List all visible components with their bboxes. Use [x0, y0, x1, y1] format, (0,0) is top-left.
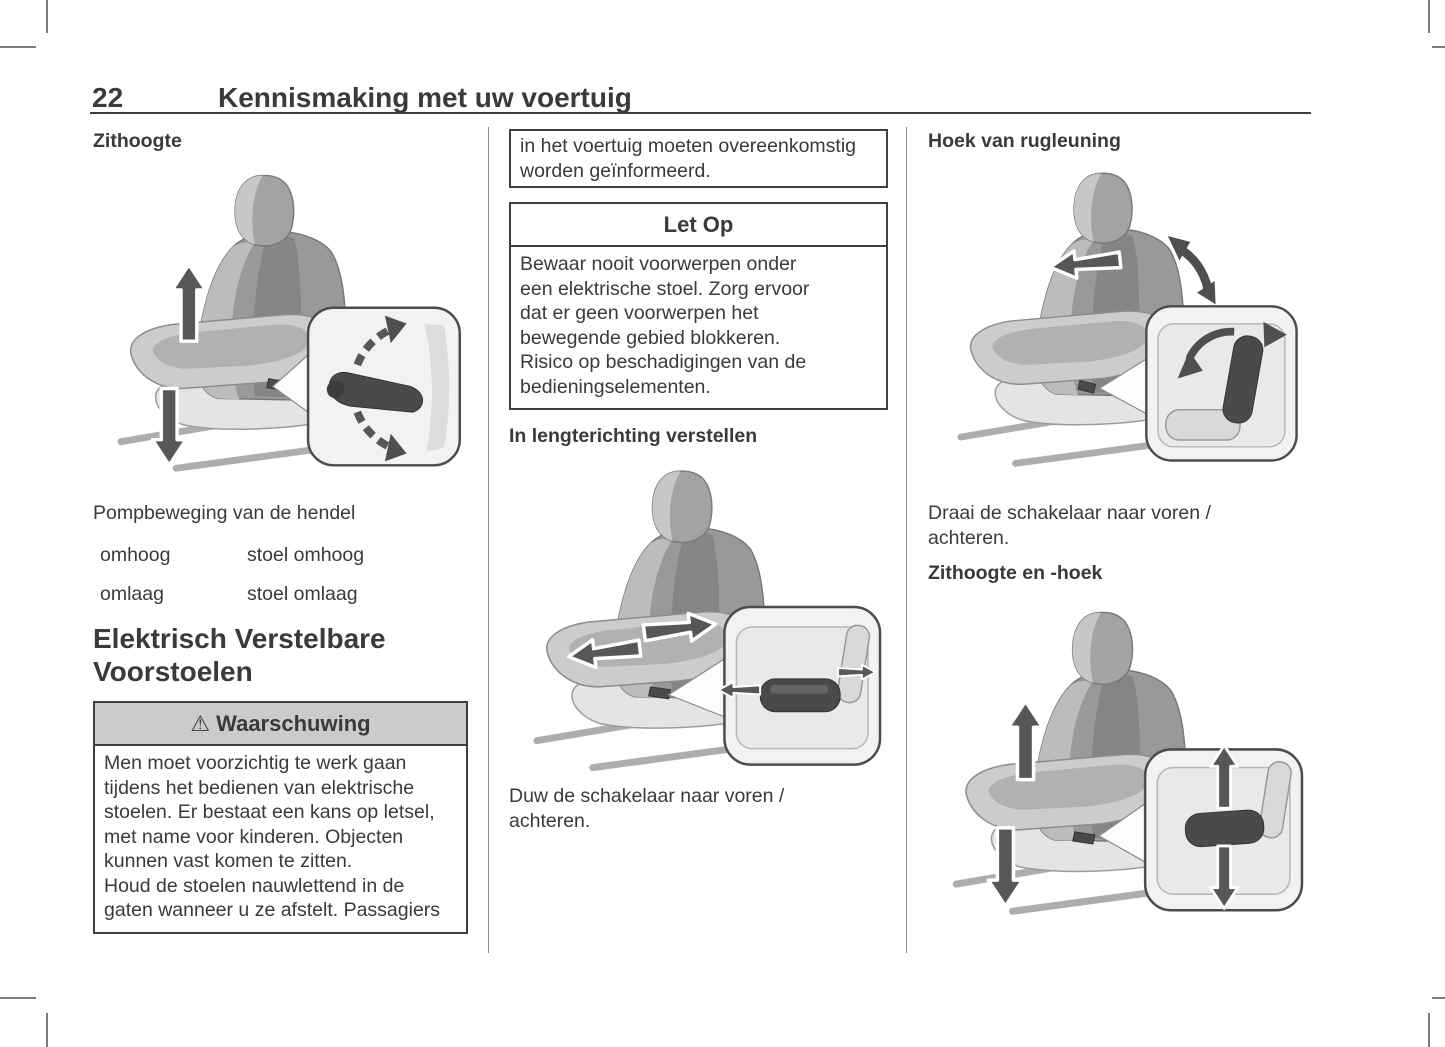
caution-box-header: Let Op — [511, 204, 886, 247]
switch-ridge — [770, 684, 829, 694]
backrest-angle-caption: Draai de schakelaar naar voren / achtere… — [928, 502, 1211, 549]
curve-up-arrowhead-icon — [384, 315, 407, 344]
warning-box-title: Waarschuwing — [216, 711, 371, 736]
pump-description: stoel omlaag — [247, 583, 358, 605]
pump-handle — [328, 371, 424, 413]
heading-seat-height: Zithoogte — [93, 130, 182, 152]
recline-arrowhead-icon — [1197, 280, 1216, 305]
warning-box-header: ⚠Waarschuwing — [95, 703, 466, 746]
pump-handle-knob — [326, 380, 345, 399]
seat-height-illustration — [93, 160, 461, 485]
backrest-switch — [1258, 761, 1292, 839]
heading-height-angle: Zithoogte en -hoek — [928, 562, 1103, 584]
recline-arrowhead-icon — [1167, 236, 1191, 261]
warning-triangle-icon: ⚠ — [190, 711, 211, 736]
page-number: 22 — [92, 82, 124, 113]
inset-seat-wall — [424, 323, 450, 452]
crop-mark — [0, 46, 36, 48]
crop-mark — [1432, 997, 1445, 999]
curve-down-arrow-icon — [353, 410, 391, 451]
warning-box-body: Men moet voorzichtig te werk gaan tijden… — [104, 752, 441, 921]
small-right-arrow-icon — [1263, 321, 1287, 348]
caution-box: Let Op Bewaar nooit voorwerpen onder een… — [509, 202, 888, 410]
heading-power-seats: Elektrisch Verstelbare Voorstoelen — [93, 623, 386, 687]
horizontal-seat-switch — [1165, 409, 1241, 441]
lengthwise-adjust-illustration — [509, 455, 882, 785]
header-rule — [90, 112, 1311, 114]
crop-mark — [1432, 46, 1445, 48]
heading-backrest-angle: Hoek van rugleuning — [928, 130, 1121, 152]
crop-mark — [46, 1013, 48, 1047]
crop-mark — [46, 0, 48, 33]
continuation-text-box: in het voertuig moeten overeenkomstig wo… — [509, 129, 888, 188]
vertical-backrest-switch — [1222, 335, 1264, 424]
crop-mark — [0, 997, 36, 999]
seat-switch-on-seat — [1072, 831, 1096, 845]
column-divider — [906, 127, 907, 953]
heading-lengthwise: In lengterichting verstellen — [509, 425, 758, 447]
lengthwise-caption: Duw de schakelaar naar voren / achteren. — [509, 785, 785, 832]
tilt-arrowhead-icon — [1177, 351, 1203, 379]
height-angle-illustration — [928, 590, 1304, 935]
column-divider — [488, 127, 489, 953]
crop-mark — [1428, 0, 1430, 33]
pump-caption: Pompbeweging van de hendel — [93, 502, 356, 524]
curve-down-arrowhead-icon — [384, 433, 407, 462]
warning-box: ⚠Waarschuwing Men moet voorzichtig te we… — [93, 701, 468, 934]
pump-table-row: omhoog stoel omhoog — [100, 543, 468, 568]
chapter-title: Kennismaking met uw voertuig — [218, 82, 632, 113]
pump-table-row: omlaag stoel omlaag — [100, 582, 468, 607]
pump-description: stoel omhoog — [247, 544, 365, 566]
caution-box-body: Bewaar nooit voorwerpen onder een elektr… — [520, 253, 810, 398]
backrest-angle-illustration — [928, 158, 1298, 480]
horizontal-seat-switch — [759, 678, 841, 713]
pump-term: omlaag — [100, 583, 164, 605]
seat-switch-on-seat — [1077, 379, 1097, 394]
crop-mark — [1428, 1013, 1430, 1047]
horizontal-seat-switch — [1184, 809, 1265, 848]
seat-switch-on-seat — [648, 686, 672, 700]
curve-up-arrow-icon — [353, 326, 391, 367]
pump-term: omhoog — [100, 544, 171, 566]
